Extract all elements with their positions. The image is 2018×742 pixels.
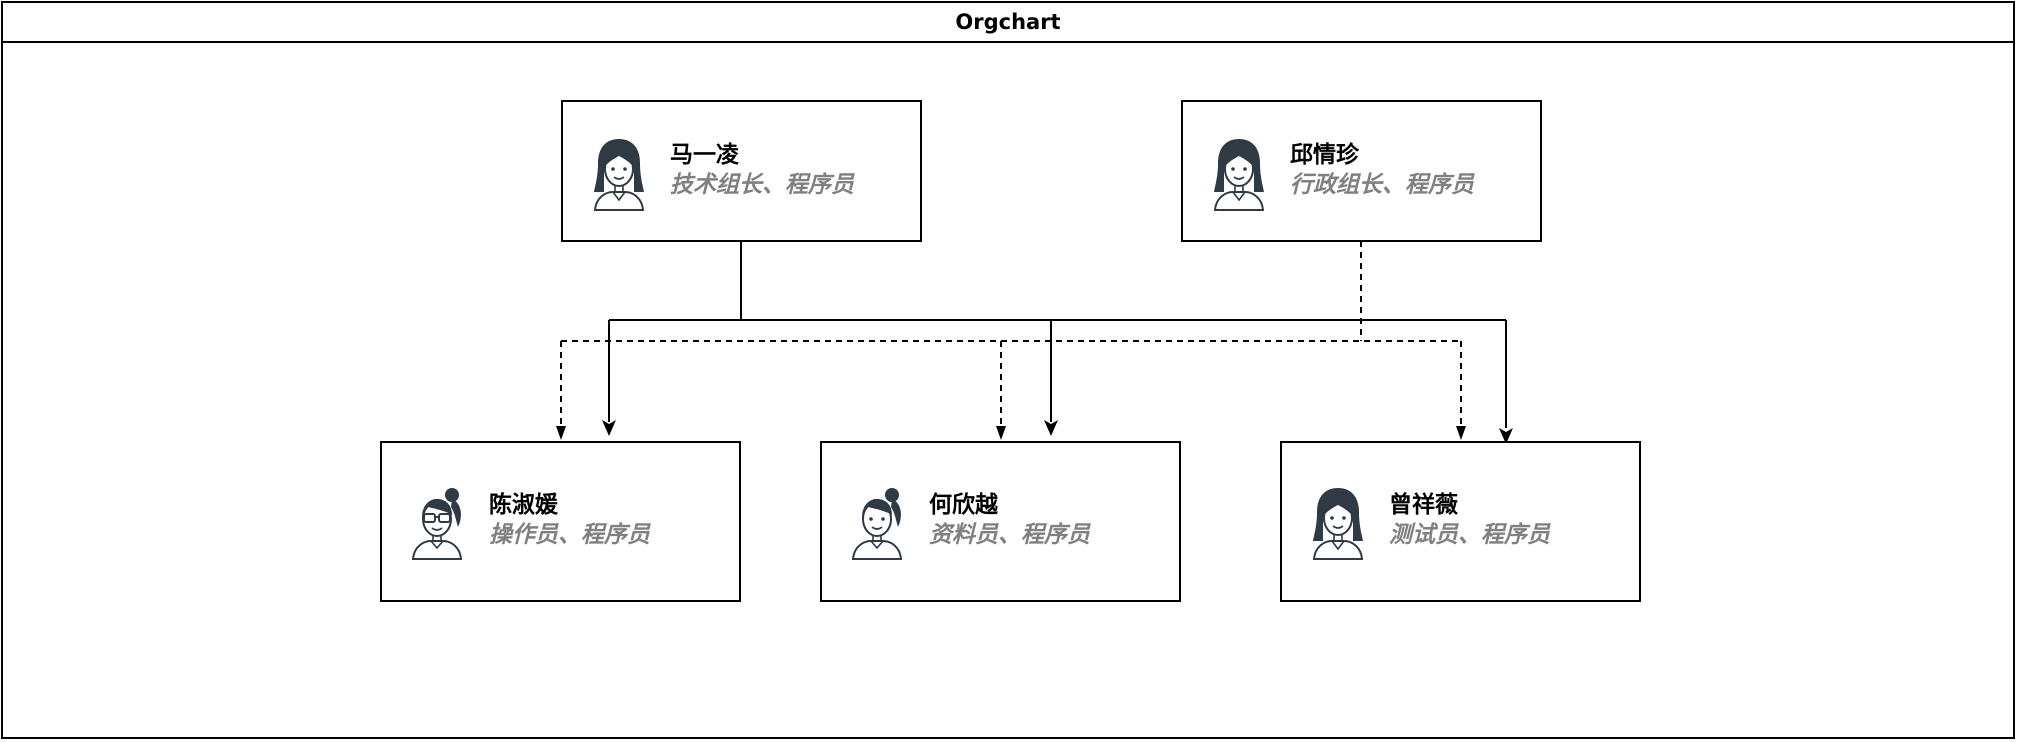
person-name: 陈淑媛 bbox=[489, 492, 558, 518]
person-card-ma-yiling[interactable]: 马一凌 技术组长、程序员 bbox=[561, 100, 922, 242]
arrowhead-qiu-zeng bbox=[1456, 426, 1466, 440]
person-text: 陈淑媛 操作员、程序员 bbox=[489, 490, 650, 550]
diagram-title: Orgchart bbox=[3, 3, 2013, 43]
person-role: 操作员、程序员 bbox=[489, 522, 650, 548]
person-name: 邱情珍 bbox=[1290, 142, 1359, 168]
woman-long-hair-icon bbox=[1211, 136, 1267, 212]
person-card-chen-shuyuan[interactable]: 陈淑媛 操作员、程序员 bbox=[380, 441, 741, 602]
person-role: 测试员、程序员 bbox=[1389, 522, 1550, 548]
arrowhead-qiu-chen bbox=[556, 426, 566, 440]
person-card-he-xinyue[interactable]: 何欣越 资料员、程序员 bbox=[820, 441, 1181, 602]
solid-arrows bbox=[608, 320, 1507, 428]
person-name: 何欣越 bbox=[929, 492, 998, 518]
person-role: 资料员、程序员 bbox=[929, 522, 1090, 548]
arrowhead-ma-zeng bbox=[1499, 428, 1513, 444]
woman-long-hair-icon bbox=[1310, 485, 1366, 561]
person-text: 何欣越 资料员、程序员 bbox=[929, 490, 1090, 550]
person-card-zeng-xiangwei[interactable]: 曾祥薇 测试员、程序员 bbox=[1280, 441, 1641, 602]
person-role: 行政组长、程序员 bbox=[1290, 172, 1474, 198]
solid-connectors bbox=[609, 241, 1506, 321]
woman-long-hair-icon bbox=[591, 136, 647, 212]
dashed-connectors bbox=[560, 241, 1462, 426]
arrowhead-ma-he bbox=[1044, 420, 1058, 436]
person-card-qiu-qingzhen[interactable]: 邱情珍 行政组长、程序员 bbox=[1181, 100, 1542, 242]
woman-ponytail-glasses-icon bbox=[410, 485, 466, 561]
woman-ponytail-icon bbox=[850, 485, 906, 561]
arrowhead-qiu-he bbox=[996, 426, 1006, 440]
person-name: 马一凌 bbox=[670, 142, 739, 168]
person-text: 马一凌 技术组长、程序员 bbox=[670, 140, 854, 200]
person-role: 技术组长、程序员 bbox=[670, 172, 854, 198]
person-name: 曾祥薇 bbox=[1389, 492, 1458, 518]
person-text: 邱情珍 行政组长、程序员 bbox=[1290, 140, 1474, 200]
person-text: 曾祥薇 测试员、程序员 bbox=[1389, 490, 1550, 550]
arrowhead-ma-chen bbox=[602, 420, 616, 436]
